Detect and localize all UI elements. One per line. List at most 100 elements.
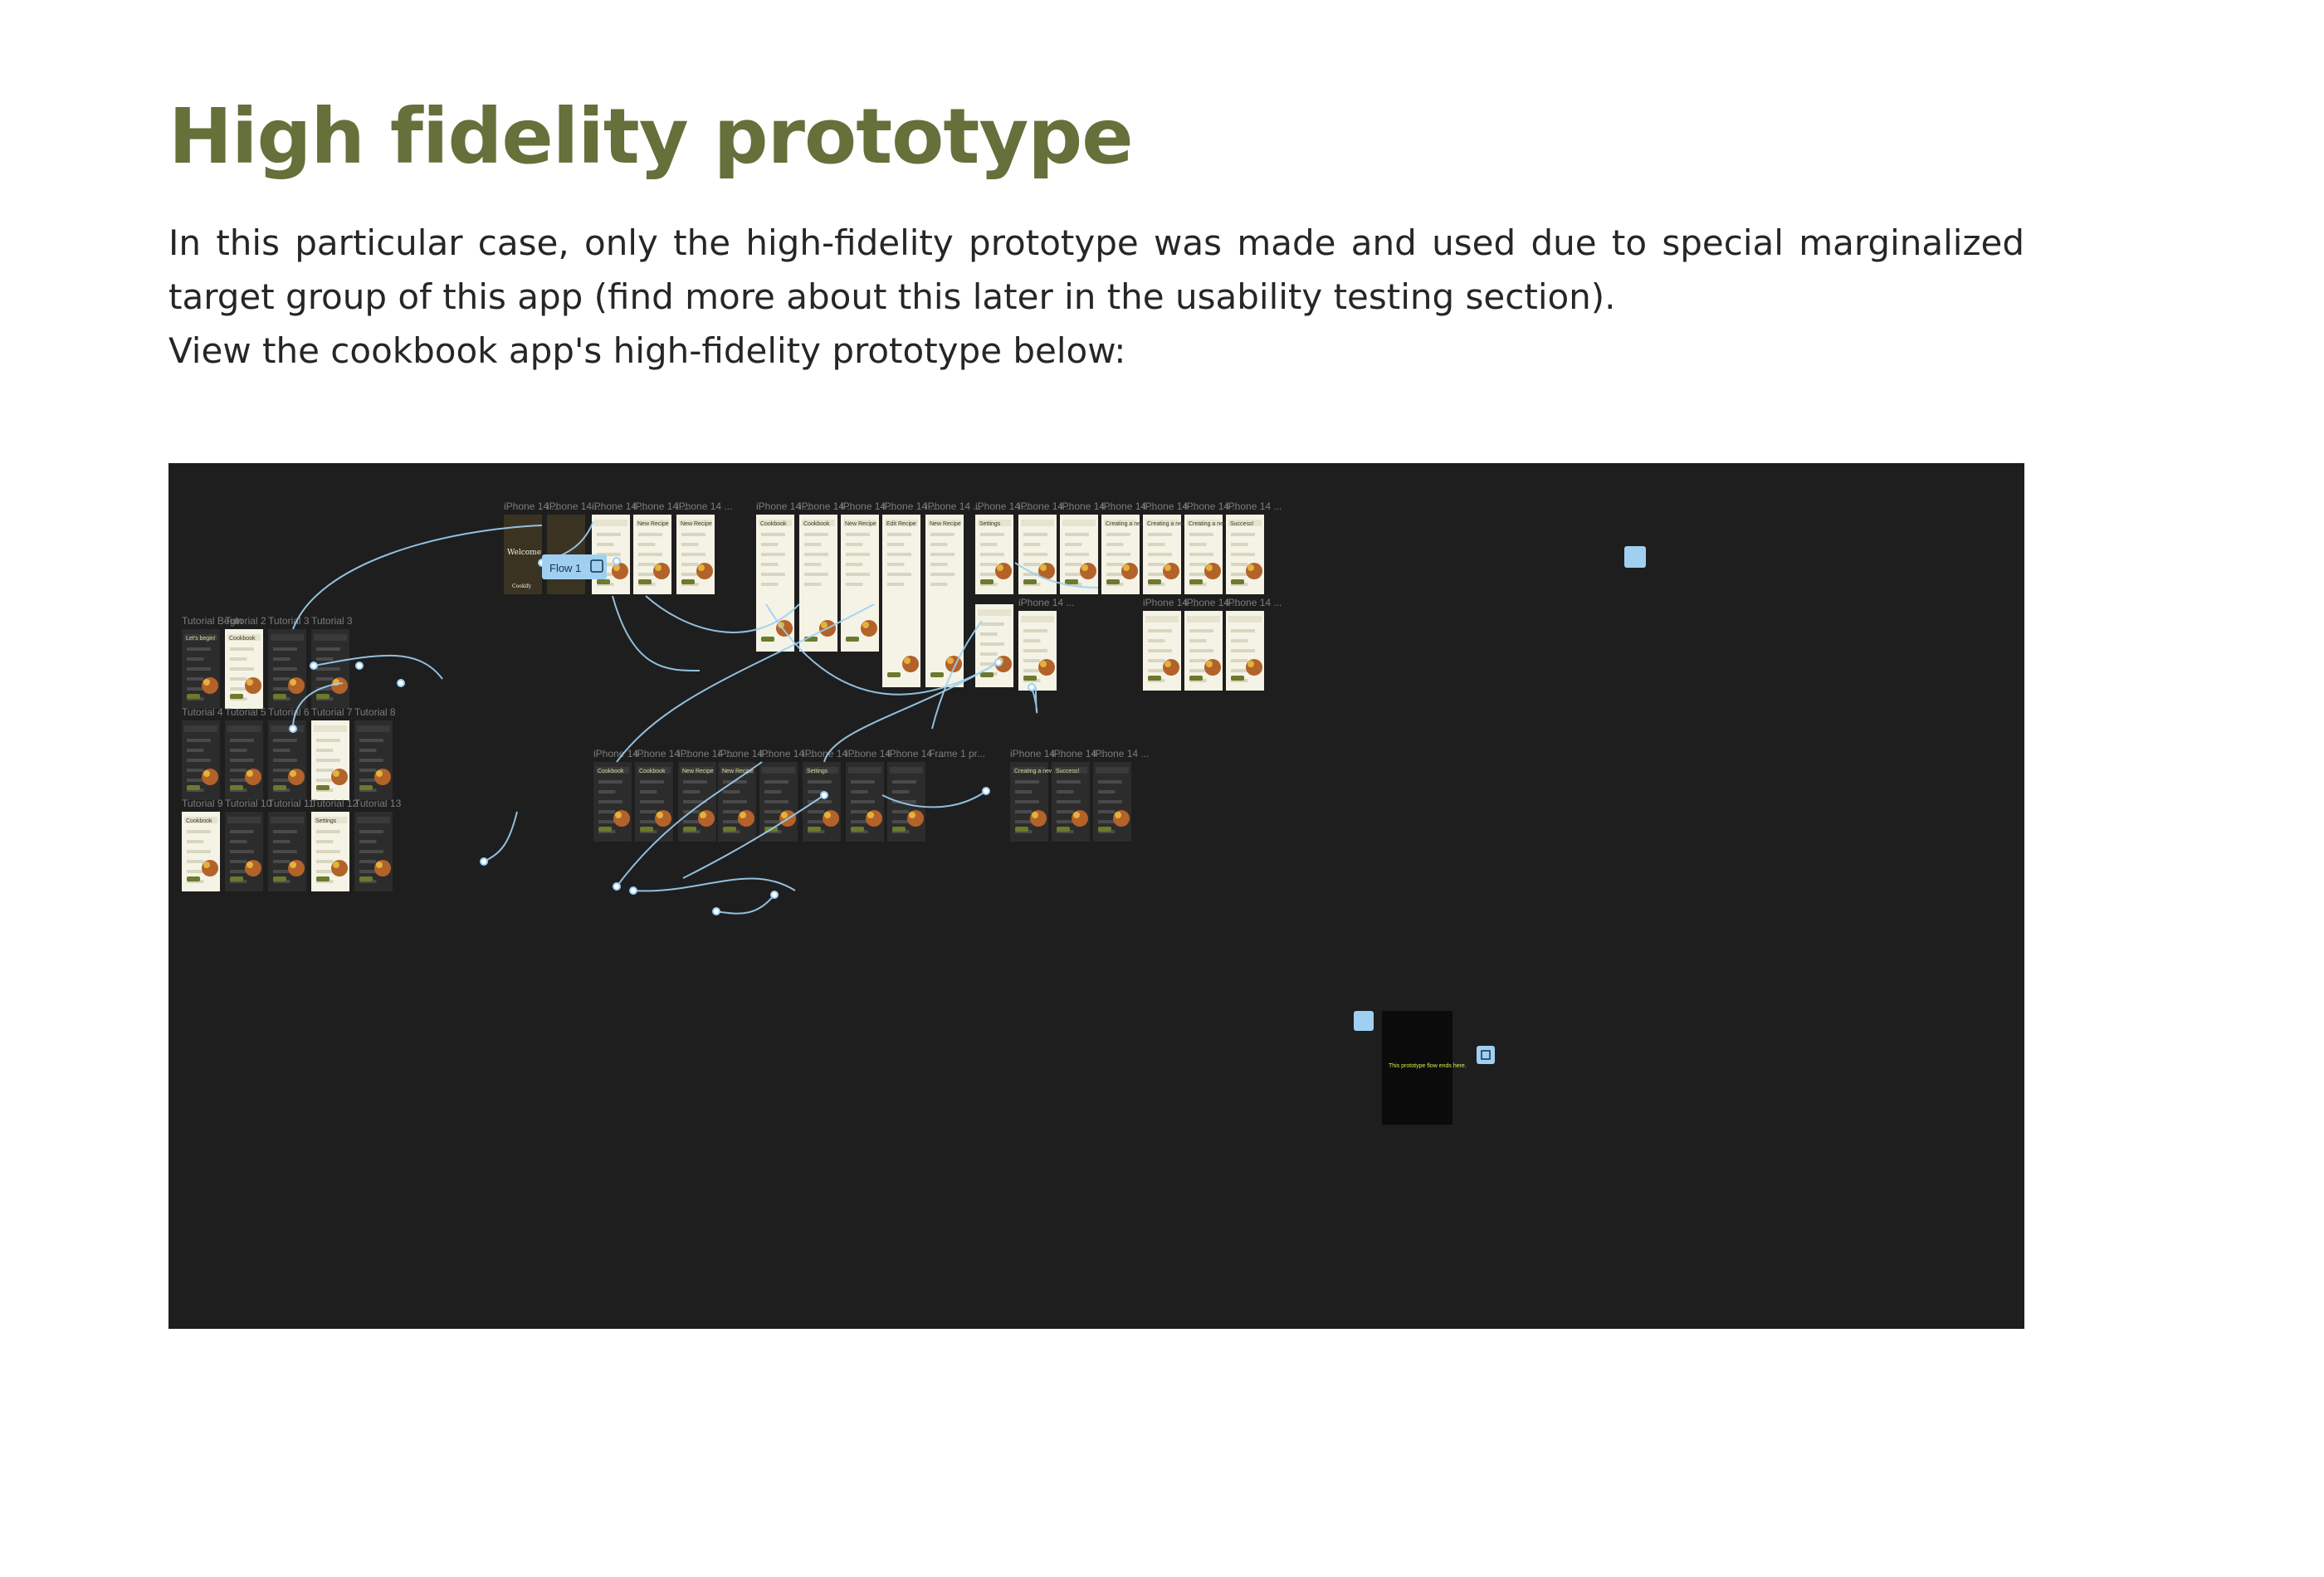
connector-line — [682, 794, 825, 879]
frame-label: iPhone 14 ... — [1143, 597, 1199, 608]
frame-label: Tutorial 13 — [354, 798, 402, 809]
phone-frame[interactable] — [759, 762, 798, 842]
phone-frame[interactable] — [354, 812, 393, 891]
frame-label: Tutorial 3 — [268, 615, 310, 627]
phone-frame[interactable]: Settings — [975, 515, 1013, 594]
screen-heading: Cookbook — [760, 521, 787, 527]
phone-frame[interactable]: Edit Recipe — [882, 515, 920, 687]
phone-frame[interactable] — [1184, 611, 1223, 691]
phone-frame[interactable] — [268, 812, 306, 891]
phone-frame[interactable] — [268, 720, 306, 800]
end-frame: This prototype flow ends here. — [1382, 1011, 1495, 1125]
cookify-logo: Cookify — [512, 583, 532, 589]
phone-frame[interactable] — [1060, 515, 1098, 594]
phone-frame[interactable]: Cookbook — [756, 515, 794, 652]
phone-frame[interactable]: Cookbook — [182, 812, 220, 891]
connector-line — [309, 654, 443, 680]
phone-frame[interactable]: New Recipe — [676, 515, 715, 594]
phone-frame[interactable] — [268, 629, 306, 709]
phone-frame[interactable] — [311, 720, 349, 800]
misc-icons — [1354, 546, 1646, 1031]
connector-node — [355, 662, 364, 670]
phone-frame[interactable]: New Recipe — [718, 762, 756, 842]
connector-node — [1028, 683, 1036, 691]
phone-frame[interactable]: New Recipe — [633, 515, 671, 594]
phone-frame[interactable]: Creating a new account — [1010, 762, 1076, 842]
phone-frame[interactable]: Settings — [311, 812, 349, 891]
screen-heading: Settings — [979, 521, 1001, 527]
phone-frame[interactable] — [975, 604, 1013, 687]
frame-label: iPhone 14 ... — [846, 748, 901, 759]
connector-line — [1014, 562, 1099, 588]
connector-line — [616, 603, 875, 763]
end-frame-text: This prototype flow ends here. — [1389, 1063, 1467, 1069]
screen-heading: Success! — [1056, 769, 1079, 774]
play-icon — [590, 559, 603, 573]
frame-label: iPhone 14 ... — [799, 500, 855, 512]
frame-label: iPhone 14 ... — [593, 748, 649, 759]
phone-frame[interactable] — [311, 629, 349, 709]
connector-node — [613, 557, 621, 565]
phone-frame[interactable]: Cookbook — [635, 762, 673, 842]
connector-line — [881, 790, 987, 808]
screen-heading: Settings — [807, 769, 828, 774]
flow-start-badge[interactable]: Flow 1 — [542, 554, 607, 579]
connector-node — [629, 886, 637, 895]
frame-label: iPhone 14 ... — [1018, 500, 1074, 512]
phone-frame[interactable]: Let's begin! — [182, 629, 220, 709]
phone-frame[interactable]: Cookbook — [799, 515, 837, 652]
screen-heading: New Recipe — [722, 769, 754, 774]
phone-frame[interactable] — [1093, 762, 1131, 842]
frame-label: Tutorial 10 — [225, 798, 272, 809]
phone-frame[interactable]: New Recipe — [841, 515, 879, 652]
connectors-layer — [289, 520, 1099, 915]
connector-node — [289, 725, 297, 733]
phone-frame[interactable] — [846, 762, 884, 842]
phone-frame[interactable]: Creating a new account — [1184, 515, 1250, 594]
phone-frame[interactable] — [182, 720, 220, 800]
connector-line — [632, 877, 796, 892]
phone-frame[interactable] — [1018, 515, 1057, 594]
phone-frame[interactable] — [887, 762, 925, 842]
phone-frame[interactable]: Creating a new account — [1101, 515, 1167, 594]
screen-heading: Creating a new account — [1106, 521, 1167, 527]
frame-label: Tutorial 7 — [311, 706, 353, 718]
frame-labels-layer: iPhone 14 ...iPhone 14 ...iPhone 14 ...i… — [182, 500, 1282, 809]
phone-frame[interactable]: New Recipe — [925, 515, 964, 687]
screen-heading: New Recipe — [682, 769, 714, 774]
frame-label: iPhone 14 ... — [882, 500, 938, 512]
connector-node — [820, 791, 828, 799]
screen-heading: Creating a new account — [1189, 521, 1250, 527]
frame-label: iPhone 14 ... — [1101, 500, 1157, 512]
connector-line — [715, 894, 775, 915]
phone-frame[interactable] — [1143, 611, 1181, 691]
frame-label: Tutorial 5 — [225, 706, 266, 718]
back-arrow-icon — [1624, 546, 1646, 568]
frame-label: iPhone 14 ... — [887, 748, 943, 759]
phone-frame[interactable]: Success! — [1226, 515, 1264, 594]
frame-label: Tutorial 3 — [311, 615, 353, 627]
frame-label: Tutorial 6 — [268, 706, 310, 718]
connector-line — [483, 811, 518, 862]
phone-frame[interactable]: New Recipe — [678, 762, 716, 842]
screen-heading: Let's begin! — [186, 636, 216, 642]
phone-frame[interactable]: Cookbook — [225, 629, 263, 709]
phone-frame[interactable] — [225, 812, 263, 891]
phone-frame[interactable]: Creating a new account — [1143, 515, 1208, 594]
phone-frame[interactable] — [1018, 611, 1057, 691]
phone-frame[interactable] — [225, 720, 263, 800]
end-flow-icon — [1477, 1046, 1495, 1064]
connector-line — [292, 682, 344, 730]
frame-label: iPhone 14 ... — [1184, 500, 1240, 512]
phone-frame[interactable]: Settings — [803, 762, 841, 842]
welcome-text: Welcome — [507, 549, 541, 557]
phone-frame[interactable] — [1226, 611, 1264, 691]
frame-label: iPhone 14 ... — [1052, 748, 1107, 759]
phone-frame[interactable]: Cookbook — [593, 762, 632, 842]
frame-label: iPhone 14 ... — [1018, 597, 1074, 608]
phone-frame[interactable]: Success! — [1052, 762, 1090, 842]
phone-frame[interactable] — [354, 720, 393, 800]
connector-line — [823, 662, 999, 763]
